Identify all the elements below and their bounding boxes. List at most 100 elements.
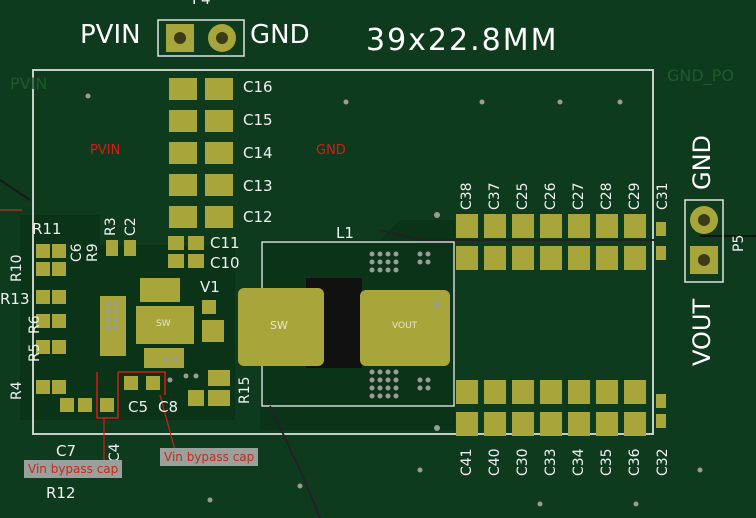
cap-pad bbox=[540, 380, 562, 404]
pvin-faint-label: PVIN bbox=[10, 74, 48, 93]
ic-top-pad bbox=[140, 278, 180, 302]
ic-left-pad bbox=[100, 296, 126, 356]
cap-column bbox=[165, 74, 237, 234]
ref-v1: V1 bbox=[200, 278, 220, 296]
pvin-connector-label: PVIN bbox=[80, 20, 141, 50]
bottom-cap-bank bbox=[456, 380, 666, 440]
ref-c15: C15 bbox=[243, 111, 273, 129]
cap-pad bbox=[456, 380, 478, 404]
cap-pad bbox=[624, 412, 646, 436]
cap-pad bbox=[596, 246, 618, 270]
r5-pad bbox=[36, 340, 50, 354]
r4-pad bbox=[52, 380, 66, 394]
cap-pad bbox=[169, 206, 197, 228]
cap-pad bbox=[456, 412, 478, 436]
cap-pad bbox=[205, 142, 233, 164]
board-dimension: 39x22.8MM bbox=[366, 23, 559, 58]
cap-pad bbox=[484, 380, 506, 404]
cap-pad bbox=[568, 246, 590, 270]
cap-pad bbox=[512, 412, 534, 436]
ic-small-pad bbox=[202, 300, 216, 314]
c10-pad bbox=[168, 254, 184, 268]
cap-pad bbox=[512, 380, 534, 404]
cap-pad bbox=[205, 110, 233, 132]
r15-pad bbox=[208, 370, 230, 386]
r3-pad bbox=[106, 240, 118, 256]
ref-c7: C7 bbox=[56, 442, 77, 460]
r15-pad bbox=[188, 390, 204, 406]
cap-pad bbox=[540, 214, 562, 238]
cap-pad bbox=[624, 380, 646, 404]
pvin-net-label: PVIN bbox=[90, 143, 121, 158]
vin-bypass-note-2: Vin bypass cap bbox=[160, 448, 259, 466]
sw-small-pad bbox=[136, 306, 194, 344]
sw-big-pad bbox=[238, 288, 324, 366]
pvin-connector-hole bbox=[174, 32, 186, 44]
cap-pad bbox=[568, 214, 590, 238]
c11-pad bbox=[188, 236, 204, 250]
ref-c11: C11 bbox=[210, 234, 240, 252]
cap-pad bbox=[596, 380, 618, 404]
cap-pad bbox=[484, 246, 506, 270]
cap-pad bbox=[205, 78, 233, 100]
gnd-connector-label: GND bbox=[250, 20, 310, 50]
r12-pad bbox=[78, 398, 92, 412]
sw-small-label: SW bbox=[156, 319, 171, 329]
ref-c10: C10 bbox=[210, 254, 240, 272]
cap-pad bbox=[169, 174, 197, 196]
ref-c8: C8 bbox=[158, 398, 179, 416]
cap-pad bbox=[540, 246, 562, 270]
r6-pad bbox=[36, 314, 50, 328]
cap-pad bbox=[512, 246, 534, 270]
cap-pad bbox=[169, 78, 197, 100]
cap-pad bbox=[596, 214, 618, 238]
cap-pad bbox=[568, 412, 590, 436]
r11-pad bbox=[52, 244, 66, 258]
cap-pad bbox=[456, 246, 478, 270]
r13-pad bbox=[52, 290, 66, 304]
cap-pad bbox=[624, 214, 646, 238]
c7-pad bbox=[60, 398, 74, 412]
cap-pad bbox=[456, 214, 478, 238]
r5-pad bbox=[52, 340, 66, 354]
r10-pad bbox=[52, 262, 66, 276]
ref-c5: C5 bbox=[128, 398, 149, 416]
ref-c14: C14 bbox=[243, 144, 273, 162]
cap-pad bbox=[656, 222, 666, 236]
cap-pad bbox=[484, 412, 506, 436]
ref-r12: R12 bbox=[46, 484, 76, 502]
ref-c13: C13 bbox=[243, 177, 273, 195]
cap-pad bbox=[656, 246, 666, 260]
cap-pad bbox=[484, 214, 506, 238]
ic-small-pad bbox=[202, 320, 224, 342]
ic-bottom-pad bbox=[144, 348, 184, 368]
c10-pad bbox=[188, 254, 204, 268]
ref-c12: C12 bbox=[243, 208, 273, 226]
cap-pad bbox=[169, 110, 197, 132]
cap-pad bbox=[205, 206, 233, 228]
c8-pad bbox=[146, 376, 160, 390]
cap-pad bbox=[512, 214, 534, 238]
ref-l1: L1 bbox=[336, 224, 354, 242]
top-cap-bank bbox=[456, 214, 666, 274]
c5-pad bbox=[124, 376, 138, 390]
r11-pad bbox=[36, 244, 50, 258]
gnd-connector-hole bbox=[216, 32, 228, 44]
cap-pad bbox=[596, 412, 618, 436]
cap-pad bbox=[568, 380, 590, 404]
cap-pad bbox=[624, 246, 646, 270]
cap-pad bbox=[656, 414, 666, 428]
r13-pad bbox=[36, 290, 50, 304]
cap-pad bbox=[169, 142, 197, 164]
r4-pad bbox=[36, 380, 50, 394]
ref-c16: C16 bbox=[243, 78, 273, 96]
r10-pad bbox=[36, 262, 50, 276]
gnd-po-label: GND_PO bbox=[667, 66, 734, 85]
ref-p4: P4 bbox=[192, 0, 211, 7]
vout-pad-label: VOUT bbox=[392, 321, 418, 331]
gnd-right-hole bbox=[698, 214, 710, 226]
ref-r13: R13 bbox=[0, 290, 30, 308]
c2-pad bbox=[124, 240, 136, 256]
ref-r11: R11 bbox=[32, 220, 62, 238]
c11-pad bbox=[168, 236, 184, 250]
